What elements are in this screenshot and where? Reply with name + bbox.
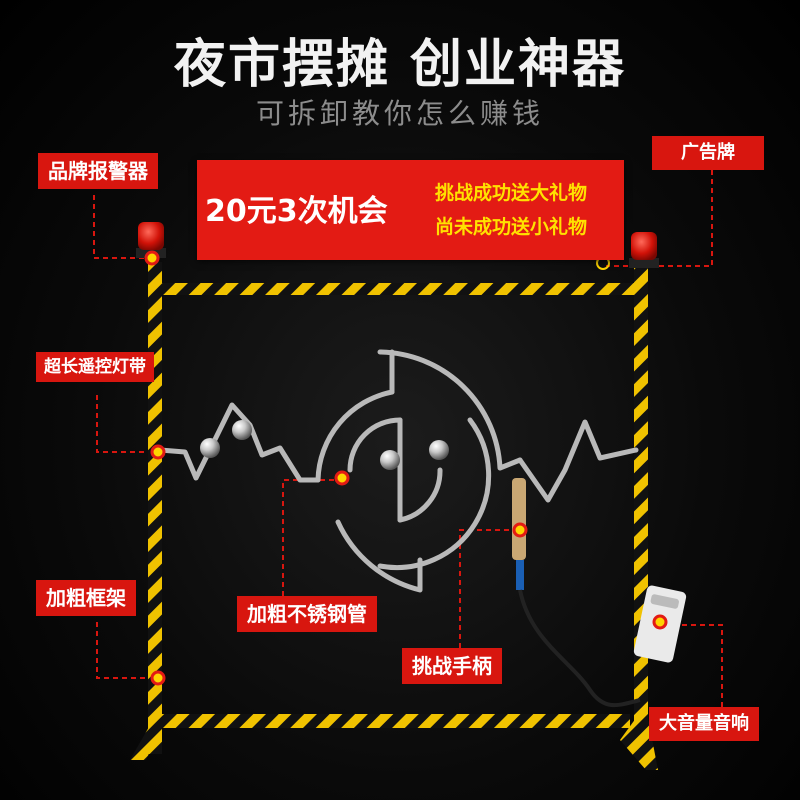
label-handle: 挑战手柄 xyxy=(402,648,502,684)
label-brand-alarm: 品牌报警器 xyxy=(38,153,158,189)
label-speaker: 大音量音响 xyxy=(649,707,759,741)
label-ad-sign: 广告牌 xyxy=(652,136,764,170)
page-title: 夜市摆摊 创业神器 xyxy=(173,35,627,95)
challenge-handle xyxy=(512,478,641,708)
hazard-stripe-frame xyxy=(130,262,658,770)
banner-prize-success: 挑战成功送大礼物 xyxy=(435,182,588,204)
banner-prize-fail: 尚未成功送小礼物 xyxy=(435,216,588,238)
label-steel-pipe: 加粗不锈钢管 xyxy=(237,596,377,632)
banner-offer: 20元3次机会 xyxy=(205,194,388,229)
stainless-steel-pipe xyxy=(157,349,639,593)
steel-balls xyxy=(200,420,449,470)
alarm-siren-right xyxy=(629,232,659,268)
label-thick-frame: 加粗框架 xyxy=(36,580,136,616)
ad-banner: 20元3次机会 挑战成功送大礼物 尚未成功送小礼物 xyxy=(197,160,624,260)
label-led-strip: 超长遥控灯带 xyxy=(36,352,154,383)
page-subtitle: 可拆卸教你怎么赚钱 xyxy=(255,97,544,130)
indicator-dots xyxy=(144,250,668,686)
guide-lines xyxy=(93,170,723,707)
